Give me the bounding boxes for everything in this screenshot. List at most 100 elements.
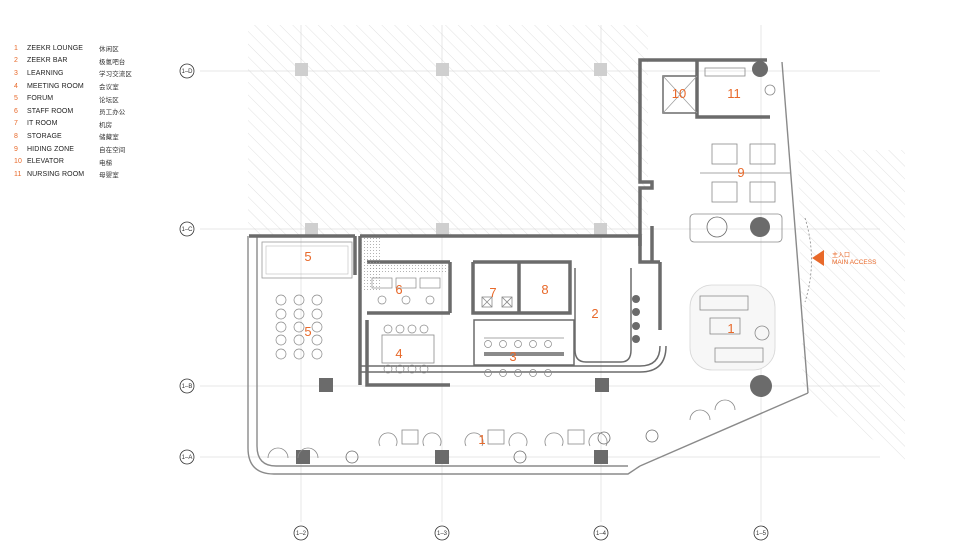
forum-chair: [293, 348, 305, 360]
lounge-armchair: [544, 432, 564, 447]
bar-stools: [632, 295, 640, 343]
lounge-armchair: [588, 432, 608, 447]
learning-tables: [484, 337, 564, 356]
legend-number: 11: [14, 170, 22, 178]
legend-name: STORAGE: [27, 132, 62, 140]
room-number-hiding: 9: [737, 165, 744, 180]
lounge-armchair: [508, 432, 528, 447]
axis-label-col-5: 1–5: [756, 531, 767, 537]
lounge-table: [567, 429, 585, 445]
hatched-area: [248, 25, 905, 460]
structural-columns-dark: [296, 378, 609, 464]
main-access-marker: 主入口 MAIN ACCESS: [804, 217, 877, 303]
meeting-chairs: [383, 324, 429, 374]
legend-name: IT ROOM: [27, 120, 58, 128]
learning-chair: [499, 340, 507, 348]
forum-chair: [293, 321, 305, 333]
room-number-storage: 8: [541, 282, 548, 297]
legend-name: ELEVATOR: [27, 158, 64, 166]
lounge-armchair: [422, 432, 442, 447]
legend-number: 9: [14, 145, 18, 153]
meeting-chair: [383, 364, 393, 374]
axis-marker-row-d: [179, 63, 195, 79]
lounge-area-lower: [267, 399, 736, 459]
legend-name: LEARNING: [27, 69, 64, 77]
forum-chair: [293, 334, 305, 346]
main-access-label: MAIN ACCESS: [832, 259, 877, 266]
legend-name-cn: 储藏室: [99, 134, 119, 142]
legend-number: 10: [14, 158, 22, 166]
legend-item: 8 STORAGE 储藏室: [14, 130, 164, 143]
forum-chairs: [275, 294, 323, 360]
learning-chair: [484, 340, 492, 348]
entry-arrow-icon: [812, 250, 824, 266]
lounge-armchair: [378, 432, 398, 447]
forum-chair: [275, 321, 287, 333]
room-number-lounge-lower: 1: [478, 432, 485, 447]
nursing-room-furniture: [704, 67, 776, 96]
forum-chair: [293, 308, 305, 320]
legend-name: NURSING ROOM: [27, 170, 85, 178]
elevator: [662, 75, 698, 114]
forum-chair: [311, 308, 323, 320]
axis-label-col-4: 1–4: [596, 531, 607, 537]
learning-chair: [544, 369, 552, 377]
axis-marker-row-b: [179, 378, 195, 394]
room-number-elevator: 10: [672, 86, 686, 101]
lounge-armchair: [689, 409, 711, 421]
legend-item: 11 NURSING ROOM 母婴室: [14, 168, 164, 181]
legend-name-cn: 会议室: [99, 84, 119, 92]
staff-chair: [401, 295, 411, 305]
legend-name: ZEEKR LOUNGE: [27, 44, 84, 52]
staff-chair: [377, 295, 387, 305]
lounge-armchair: [297, 447, 319, 459]
forum-chair: [311, 321, 323, 333]
room-number-learning: 3: [509, 349, 516, 364]
forum-chair: [275, 308, 287, 320]
legend-name: FORUM: [27, 95, 54, 103]
meeting-chair: [407, 364, 417, 374]
storage-shelves: [481, 296, 513, 308]
legend-name-cn: 机房: [99, 121, 113, 129]
lounge-armchair: [267, 447, 289, 459]
learning-chair: [514, 369, 522, 377]
legend-number: 2: [14, 57, 18, 65]
legend-item: 10 ELEVATOR 电梯: [14, 155, 164, 168]
room-number-lounge-upper: 1: [727, 321, 734, 336]
forum-chair: [275, 294, 287, 306]
staff-desk: [371, 277, 393, 289]
learning-chair: [529, 369, 537, 377]
lounge-armchair: [714, 399, 736, 411]
legend-number: 4: [14, 82, 18, 90]
dotted-partitions: [361, 236, 450, 291]
building-outline: [247, 61, 809, 475]
legend-number: 6: [14, 107, 18, 115]
meeting-chair: [419, 324, 429, 334]
legend-name-cn: 母婴室: [99, 172, 119, 180]
forum-chair: [311, 348, 323, 360]
legend-name: STAFF ROOM: [27, 107, 74, 115]
legend-number: 8: [14, 132, 18, 140]
legend-name: HIDING ZONE: [27, 145, 74, 153]
axis-label-col-2: 1–2: [296, 531, 307, 537]
learning-chairs: [484, 340, 552, 377]
hiding-zone-furniture: [689, 143, 790, 243]
staff-desk: [419, 277, 441, 289]
legend-number: 3: [14, 69, 18, 77]
structural-columns: [295, 63, 607, 236]
meeting-chair: [395, 324, 405, 334]
staff-desks: [371, 277, 441, 305]
legend-name-cn: 电梯: [99, 159, 113, 167]
legend-number: 1: [14, 44, 18, 52]
forum-chair: [275, 348, 287, 360]
axis-marker-col-3: [434, 525, 450, 541]
axis-marker-row-a: [179, 449, 195, 465]
bar-counter: [360, 268, 667, 373]
forum-chair: [311, 334, 323, 346]
legend-name: MEETING ROOM: [27, 82, 84, 90]
